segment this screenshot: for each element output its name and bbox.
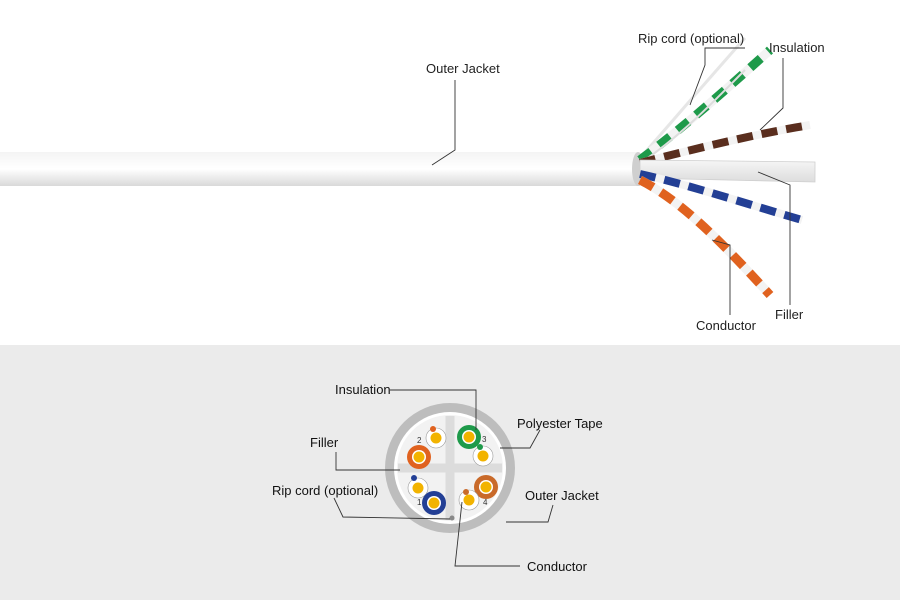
cs-label-insulation: Insulation <box>335 382 391 397</box>
pair-number-3: 3 <box>482 435 487 444</box>
cs-conductor-leader <box>454 501 520 567</box>
outer-jacket-leader <box>431 80 456 166</box>
label-conductor: Conductor <box>696 318 757 333</box>
conductor-leader <box>711 239 731 315</box>
cs-rip-cord-leader <box>333 497 451 520</box>
pair-2 <box>407 426 447 469</box>
cable-illustration <box>0 37 816 315</box>
cs-outer-jacket-leader <box>506 504 554 523</box>
rip-cord-leader <box>689 47 745 106</box>
cs-filler-leader <box>335 452 400 471</box>
pair-3 <box>457 425 494 467</box>
brown-pair <box>638 121 811 167</box>
label-filler: Filler <box>775 307 804 322</box>
green-pair <box>637 46 774 164</box>
cs-label-outer-jacket: Outer Jacket <box>525 488 599 503</box>
filler-leader <box>757 171 791 305</box>
orange-pair <box>637 175 774 299</box>
pair-number-1: 1 <box>417 498 422 507</box>
rip-cord-dot <box>449 515 455 521</box>
outer-jacket-body <box>0 152 640 186</box>
cs-polyester-tape-leader <box>500 429 541 449</box>
pair-1 <box>407 475 446 515</box>
insulation-leader <box>759 58 784 131</box>
cs-label-rip-cord: Rip cord (optional) <box>272 483 378 498</box>
label-insulation: Insulation <box>769 40 825 55</box>
label-rip-cord: Rip cord (optional) <box>638 31 744 46</box>
label-outer-jacket: Outer Jacket <box>426 61 500 76</box>
cross-section: 2 3 1 4 <box>333 389 554 567</box>
cs-label-filler: Filler <box>310 435 339 450</box>
filler-strip <box>639 159 816 183</box>
cs-label-conductor: Conductor <box>527 559 588 574</box>
cs-label-polyester-tape: Polyester Tape <box>517 416 603 431</box>
pair-number-4: 4 <box>483 498 488 507</box>
pair-4 <box>458 475 498 511</box>
blue-pair <box>639 170 804 224</box>
cs-insulation-leader <box>390 389 477 430</box>
pair-number-2: 2 <box>417 436 422 445</box>
